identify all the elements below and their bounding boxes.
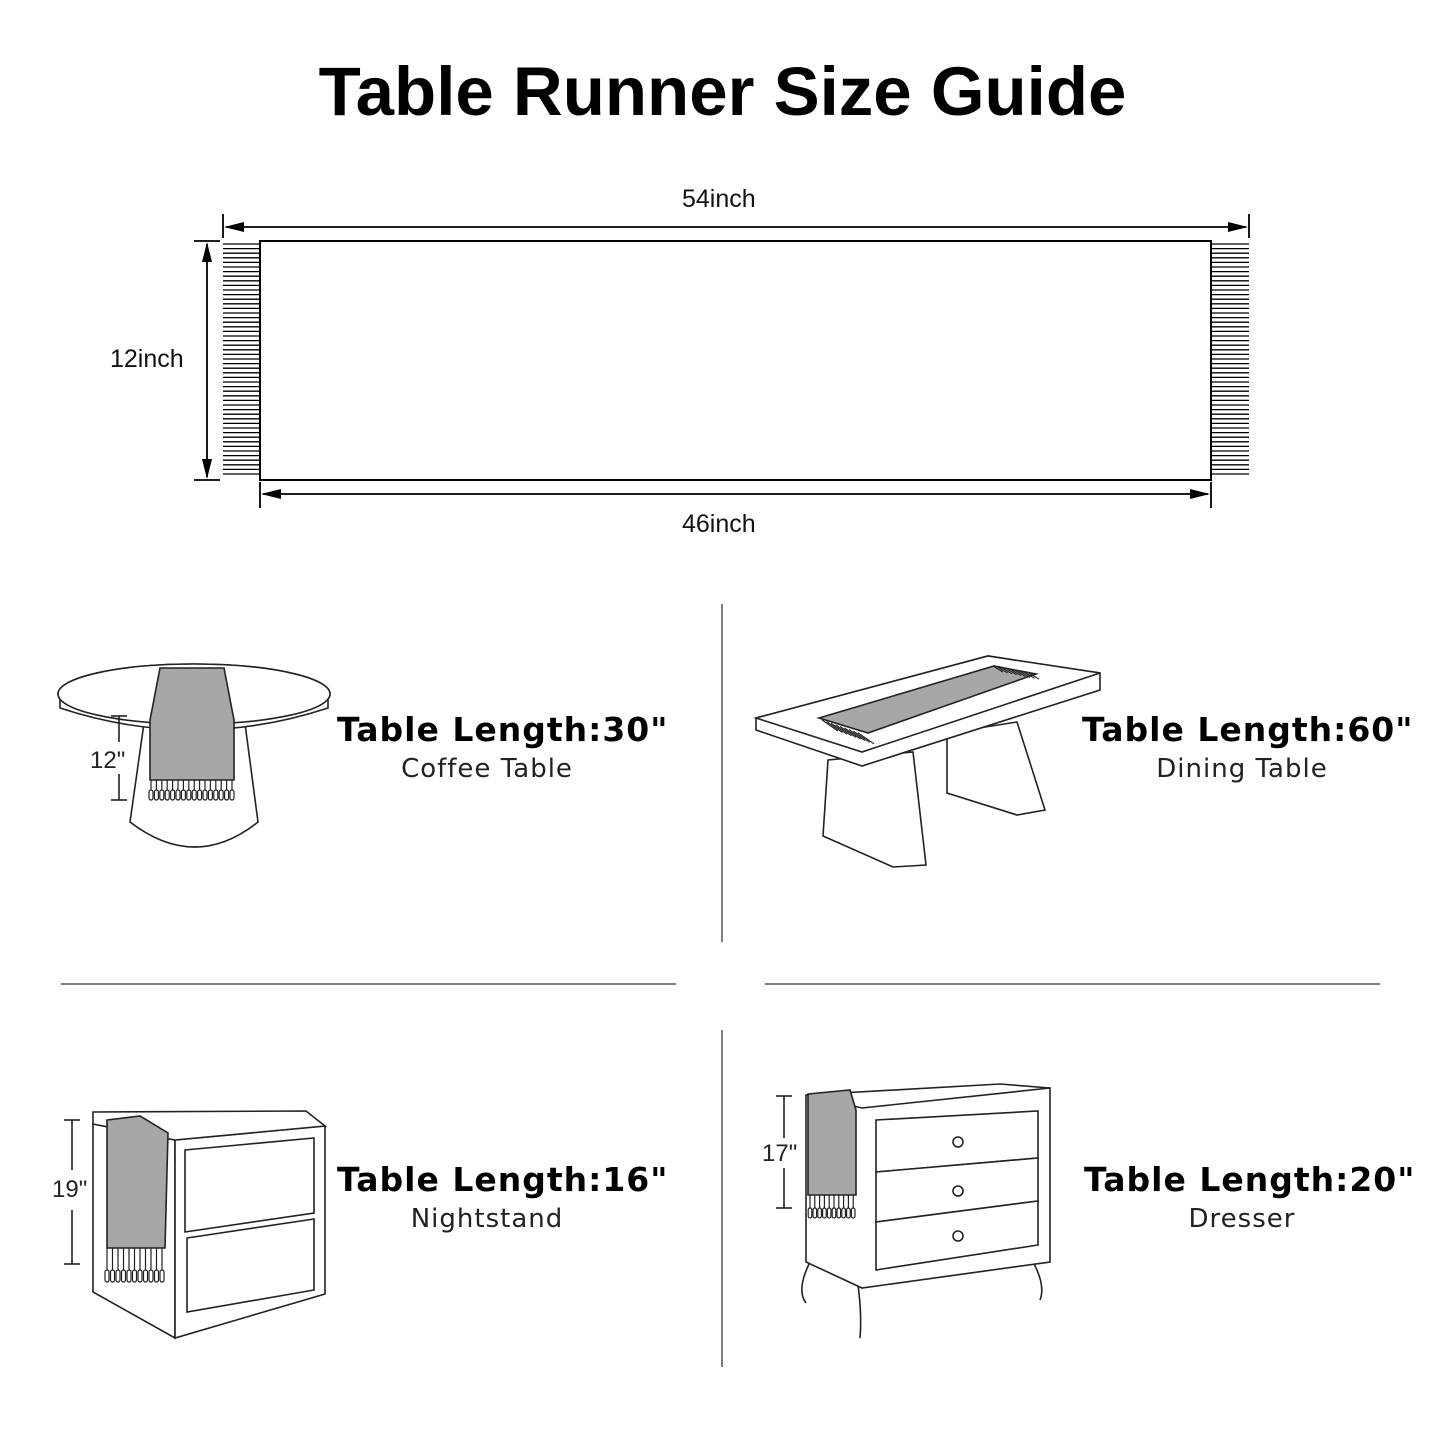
total-length-label: 54inch [682,185,756,213]
page-title: Table Runner Size Guide [318,53,1127,130]
runner-body [259,240,1212,481]
dresser-drop-label: 17" [762,1140,798,1167]
coffee-table-illustration [57,663,331,848]
body-length-label: 46inch [682,510,756,538]
dresser-label: Dresser [1188,1204,1296,1234]
body-length-dimension [259,482,1212,508]
dining-table-heading: Table Length:60" [1082,710,1414,749]
width-label: 12inch [110,345,184,373]
left-fringe [223,243,260,475]
dining-table-illustration [753,655,1101,868]
coffee-table-drop-label: 12" [90,747,126,774]
total-length-dimension [222,214,1250,238]
nightstand-drop-label: 19" [52,1176,88,1203]
coffee-table-label: Coffee Table [401,754,573,784]
nightstand-illustration [92,1110,328,1340]
nightstand-heading: Table Length:16" [337,1160,669,1199]
right-fringe [1211,243,1249,475]
dining-table-label: Dining Table [1156,754,1328,784]
width-dimension [194,240,220,481]
nightstand-drop-dimension [64,1119,80,1265]
dresser-illustration [801,1083,1051,1339]
coffee-drop-dimension [111,715,127,801]
coffee-table-heading: Table Length:30" [337,710,669,749]
dresser-drop-dimension [776,1095,792,1209]
nightstand-label: Nightstand [410,1204,564,1234]
dresser-heading: Table Length:20" [1084,1160,1416,1199]
panel-dividers [61,604,1380,1367]
